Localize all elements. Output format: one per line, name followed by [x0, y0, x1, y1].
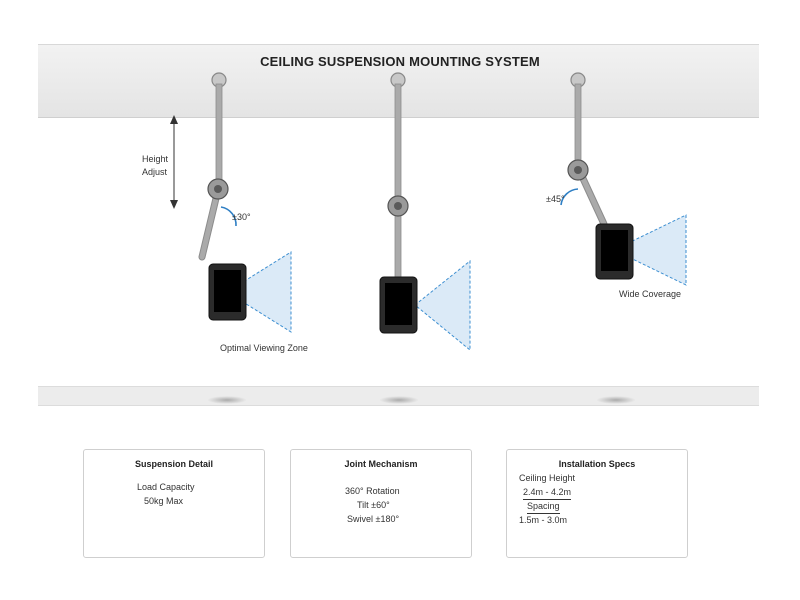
spacing-value: 1.5m - 3.0m: [519, 515, 568, 525]
height-adjust-label-2: Adjust: [142, 167, 168, 177]
pole-center: [394, 83, 402, 281]
panel-title: Suspension Detail: [134, 459, 214, 469]
display-center-screen: [385, 283, 412, 325]
floor: [38, 386, 759, 406]
pole-right-lower: [577, 169, 607, 227]
load-capacity-value: 50kg Max: [144, 496, 184, 506]
mount-center: [379, 72, 471, 352]
ceiling-height-label: Ceiling Height: [519, 473, 576, 483]
swivel-spec: Swivel ±180°: [347, 514, 400, 524]
installation-specs-panel: Installation Specs Ceiling Height 2.4m -…: [506, 449, 688, 558]
panel-title: Joint Mechanism: [344, 459, 418, 469]
load-capacity-label: Load Capacity: [137, 482, 195, 492]
tilt-spec: Tilt ±60°: [357, 500, 390, 510]
optimal-viewing-zone-label: Optimal Viewing Zone: [220, 343, 308, 353]
angle-arc-right: [560, 188, 579, 206]
pole-left-upper: [215, 83, 223, 187]
mount-left: [198, 72, 292, 333]
view-cone-left: [226, 251, 292, 333]
joint-right-pin: [574, 166, 582, 174]
display-left-screen: [214, 270, 241, 312]
suspension-detail-panel: Suspension Detail Load Capacity 50kg Max: [83, 449, 265, 558]
height-adjust-label-1: Height: [142, 154, 169, 164]
wide-coverage-label: Wide Coverage: [619, 289, 682, 299]
diagram-title: CEILING SUSPENSION MOUNTING SYSTEM: [260, 54, 540, 69]
pole-right-upper: [574, 83, 582, 167]
ceiling-height-value: 2.4m - 4.2m: [523, 486, 572, 500]
joint-left-pin: [214, 185, 222, 193]
arrow-up-head: [170, 115, 178, 124]
mount-right: [560, 72, 687, 286]
floor-shadow-right: [596, 396, 636, 404]
panel-title: Installation Specs: [558, 459, 636, 469]
angle-arc-left: [220, 206, 237, 227]
floor-shadow-left: [207, 396, 247, 404]
joint-mechanism-panel: Joint Mechanism 360° Rotation Tilt ±60° …: [290, 449, 472, 558]
floor-shadow-center: [379, 396, 419, 404]
arrow-down-head: [170, 200, 178, 209]
rotation-spec: 360° Rotation: [345, 486, 400, 496]
joint-center-pin: [394, 202, 402, 210]
angle-label-right: ±45°: [546, 194, 565, 204]
angle-label-left: ±30°: [232, 212, 251, 222]
view-cone-center: [414, 259, 471, 352]
view-cone-right: [612, 214, 687, 286]
spacing-label: Spacing: [527, 500, 560, 514]
display-right-screen: [601, 230, 628, 271]
pole-left-lower: [199, 187, 221, 260]
